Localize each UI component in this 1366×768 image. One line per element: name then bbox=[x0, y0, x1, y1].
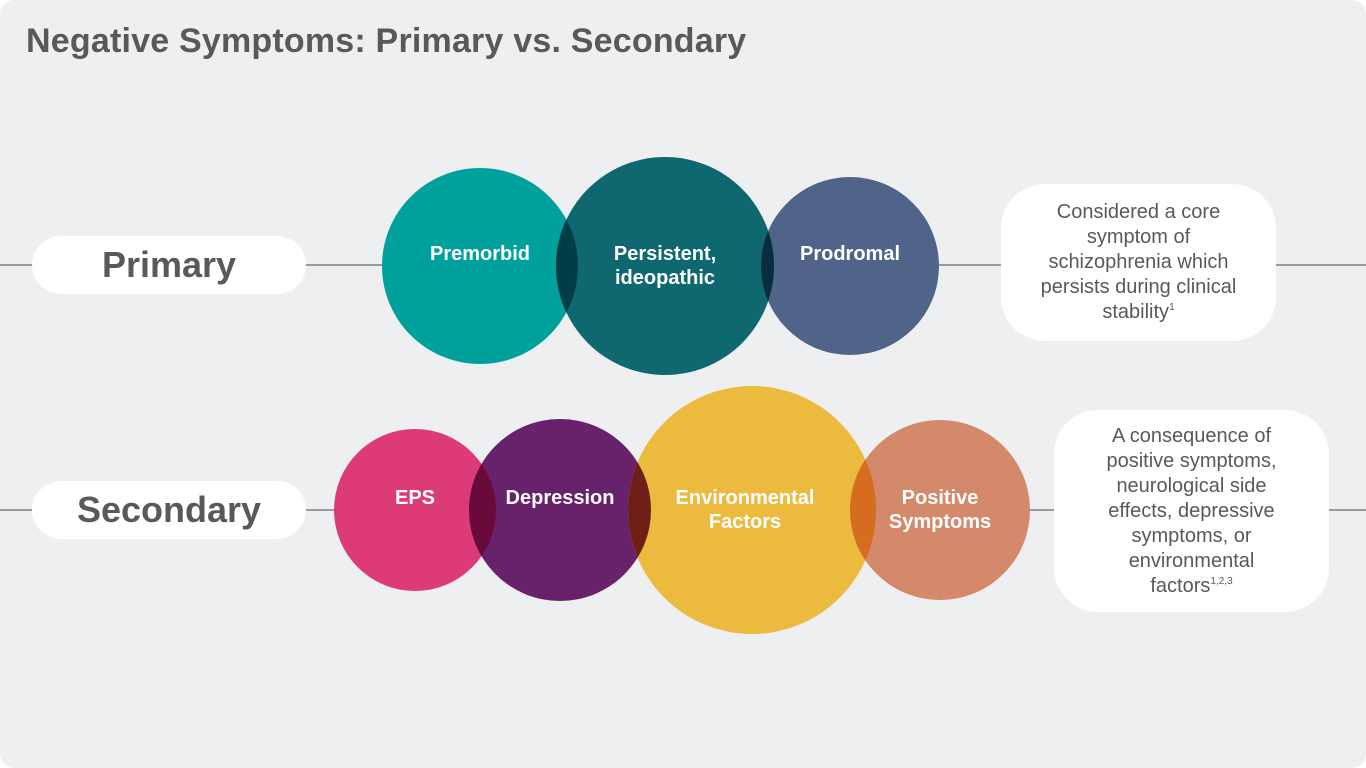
secondary-description-line6: environmental bbox=[1128, 549, 1255, 572]
depression-label: Depression bbox=[505, 487, 615, 509]
persistent-label: Persistent, ideopathic bbox=[614, 242, 716, 290]
positive-symptoms-label: Positive Symptoms bbox=[889, 486, 991, 534]
primary-description-line5-text: stability bbox=[1102, 301, 1170, 323]
secondary-description: A consequence of positive symptoms, neur… bbox=[1054, 410, 1329, 612]
primary-description-line4: persists during clinical bbox=[1040, 276, 1237, 298]
persistent-label-line1: Persistent, bbox=[613, 243, 717, 265]
secondary-citations: 1,2,3 bbox=[1210, 575, 1233, 587]
primary-label-text: Primary bbox=[101, 244, 237, 285]
secondary-description-line1: A consequence of bbox=[1111, 424, 1271, 447]
secondary-description-line4: effects, depressive bbox=[1108, 499, 1275, 522]
prodromal-label: Prodromal bbox=[799, 243, 901, 265]
primary-description-line3: schizophrenia which bbox=[1048, 251, 1229, 273]
environmental-label-line1: Environmental bbox=[675, 487, 815, 509]
bubble-premorbid bbox=[382, 168, 578, 364]
eps-label: EPS bbox=[394, 487, 436, 509]
bubble-positive-symptoms bbox=[850, 420, 1030, 600]
secondary-label: Secondary bbox=[32, 481, 306, 539]
primary-description-line5: stability1 bbox=[1041, 300, 1237, 325]
page-title: Negative Symptoms: Primary vs. Secondary bbox=[26, 22, 747, 60]
environmental-label-line2: Factors bbox=[708, 511, 782, 533]
secondary-description-line7: factors1,2,3 bbox=[1106, 574, 1276, 599]
secondary-description-line2: positive symptoms, bbox=[1106, 449, 1277, 472]
secondary-description-line5: symptoms, or bbox=[1131, 524, 1252, 547]
primary-label: Primary bbox=[32, 236, 306, 294]
primary-description-line2: symptom of bbox=[1086, 226, 1191, 248]
premorbid-label: Premorbid bbox=[429, 243, 531, 265]
bubble-depression bbox=[469, 419, 651, 601]
positive-symptoms-label-line2: Symptoms bbox=[888, 511, 992, 533]
positive-symptoms-label-line1: Positive bbox=[901, 487, 979, 509]
bubble-persistent bbox=[556, 157, 774, 375]
secondary-description-line3: neurological side bbox=[1116, 474, 1267, 497]
persistent-label-line2: ideopathic bbox=[614, 267, 716, 289]
bubble-prodromal bbox=[761, 177, 939, 355]
bubble-environmental bbox=[628, 386, 876, 634]
bubble-eps bbox=[334, 429, 496, 591]
primary-description-line1: Considered a core bbox=[1056, 201, 1221, 223]
primary-citation: 1 bbox=[1169, 302, 1175, 313]
secondary-description-line7-text: factors bbox=[1150, 574, 1211, 597]
secondary-label-text: Secondary bbox=[76, 489, 262, 530]
environmental-label: Environmental Factors bbox=[676, 486, 815, 534]
primary-description: Considered a core symptom of schizophren… bbox=[1001, 184, 1276, 341]
